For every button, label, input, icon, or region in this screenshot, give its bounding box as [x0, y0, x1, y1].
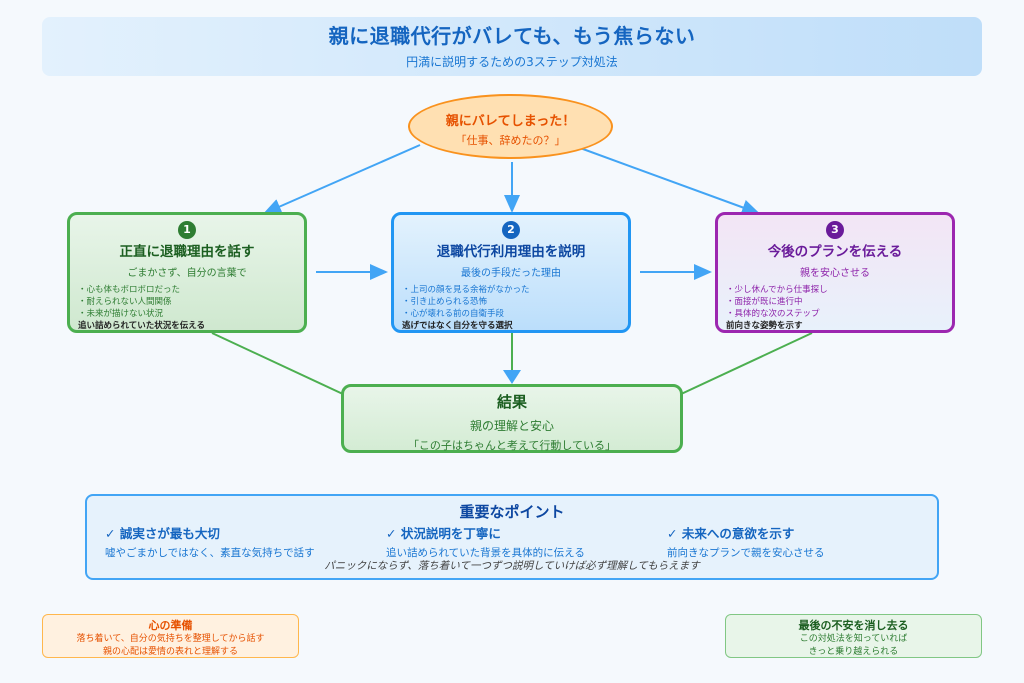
key-point-item: ✓ 未来への意欲を示す 前向きなプランで親を安心させる: [667, 523, 825, 560]
closing-card: 最後の不安を消し去る この対処法を知っていれば きっと乗り越えられる: [725, 614, 982, 658]
step-title: 退職代行利用理由を説明: [436, 244, 586, 260]
step-bullet-list: ・上司の顔を見る余裕がなかった ・引き止められる恐怖 ・心が壊れる前の自衛手段: [394, 284, 628, 320]
result-line-2: 「この子はちゃんと考えて行動している」: [407, 439, 617, 452]
trigger-quote: 「仕事、辞めたの？」: [455, 134, 566, 147]
step-bullet: ・具体的な次のステップ: [726, 309, 820, 319]
arrow-trigger-to-step1: [263, 144, 421, 214]
header-banner: 親に退職代行がバレても、もう焦らない 円満に説明するための3ステップ対処法: [42, 17, 982, 76]
step-bullet: ・心も体もボロボロだった: [78, 285, 181, 295]
trigger-node: 親にバレてしまった！ 「仕事、辞めたの？」: [408, 94, 613, 159]
result-line-1: 親の理解と安心: [469, 419, 554, 433]
trigger-title: 親にバレてしまった！: [445, 114, 576, 129]
key-points-panel: 重要なポイント ✓ 誠実さが最も大切 嘘やごまかしではなく、素直な気持ちで話す …: [85, 494, 939, 580]
key-point-description: 追い詰められていた背景を具体的に伝える: [386, 547, 585, 559]
step-key-message: 前向きな姿勢を示す: [726, 321, 803, 331]
key-point-heading: ✓ 誠実さが最も大切: [105, 526, 220, 541]
step-bullet: ・上司の顔を見る余裕がなかった: [402, 285, 530, 295]
step-bullet: ・心が壊れる前の自衛手段: [402, 309, 505, 319]
preparation-line: 落ち着いて、自分の気持ちを整理してから話す: [76, 634, 265, 644]
key-point-item: ✓ 誠実さが最も大切 嘘やごまかしではなく、素直な気持ちで話す: [105, 523, 315, 560]
page-title: 親に退職代行がバレても、もう焦らない: [328, 24, 696, 48]
key-points-note: パニックにならず、落ち着いて一つずつ説明していけば必ず理解してもらえます: [324, 560, 700, 572]
preparation-card: 心の準備 落ち着いて、自分の気持ちを整理してから話す 親の心配は愛情の表れと理解…: [42, 614, 299, 658]
key-point-item: ✓ 状況説明を丁寧に 追い詰められていた背景を具体的に伝える: [386, 523, 585, 560]
arrowhead-step2-to-result: [503, 370, 521, 384]
step-subtitle: 最後の手段だった理由: [461, 268, 561, 279]
key-point-heading: ✓ 状況説明を丁寧に: [386, 526, 501, 541]
step-bullet: ・耐えられない人間関係: [78, 297, 172, 307]
key-points-title: 重要なポイント: [459, 503, 565, 521]
step-bullet: ・少し休んでから仕事探し: [726, 285, 828, 295]
step-title: 今後のプランを伝える: [767, 244, 903, 260]
step-number-badge: 1: [178, 221, 196, 239]
step-2-card: 2 退職代行利用理由を説明 最後の手段だった理由 ・上司の顔を見る余裕がなかった…: [391, 212, 631, 333]
line-step1-to-result: [211, 332, 361, 403]
step-bullet: ・未来が描けない状況: [78, 309, 164, 319]
key-point-heading: ✓ 未来への意欲を示す: [667, 526, 795, 541]
step-number-badge: 3: [826, 221, 844, 239]
step-title: 正直に退職理由を話す: [119, 244, 255, 260]
step-bullet: ・面接が既に進行中: [726, 297, 803, 307]
closing-line: きっと乗り越えられる: [808, 647, 899, 657]
step-3-card: 3 今後のプランを伝える 親を安心させる ・少し休んでから仕事探し ・面接が既に…: [715, 212, 955, 333]
key-points-columns: ✓ 誠実さが最も大切 嘘やごまかしではなく、素直な気持ちで話す ✓ 状況説明を丁…: [87, 522, 937, 559]
key-point-description: 嘘やごまかしではなく、素直な気持ちで話す: [105, 547, 315, 559]
step-1-card: 1 正直に退職理由を話す ごまかさず、自分の言葉で ・心も体もボロボロだった ・…: [67, 212, 307, 333]
preparation-title: 心の準備: [148, 619, 193, 632]
step-subtitle: 親を安心させる: [800, 268, 870, 279]
key-point-description: 前向きなプランで親を安心させる: [667, 547, 825, 559]
closing-line: この対処法を知っていれば: [799, 634, 908, 644]
closing-title: 最後の不安を消し去る: [798, 619, 909, 632]
preparation-line: 親の心配は愛情の表れと理解する: [102, 647, 238, 657]
step-bullet: ・引き止められる恐怖: [402, 297, 488, 307]
step-key-message: 追い詰められていた状況を伝える: [78, 321, 205, 331]
line-step3-to-result: [663, 332, 813, 403]
step-bullet-list: ・少し休んでから仕事探し ・面接が既に進行中 ・具体的な次のステップ: [718, 284, 952, 320]
step-number-badge: 2: [502, 221, 520, 239]
result-title: 結果: [496, 393, 527, 411]
arrow-trigger-to-step3: [571, 144, 760, 216]
step-key-message: 逃げではなく自分を守る選択: [402, 321, 513, 331]
step-subtitle: ごまかさず、自分の言葉で: [127, 268, 247, 279]
step-bullet-list: ・心も体もボロボロだった ・耐えられない人間関係 ・未来が描けない状況: [70, 284, 304, 320]
page-subtitle: 円満に説明するための3ステップ対処法: [406, 55, 618, 69]
result-card: 結果 親の理解と安心 「この子はちゃんと考えて行動している」: [341, 384, 683, 453]
